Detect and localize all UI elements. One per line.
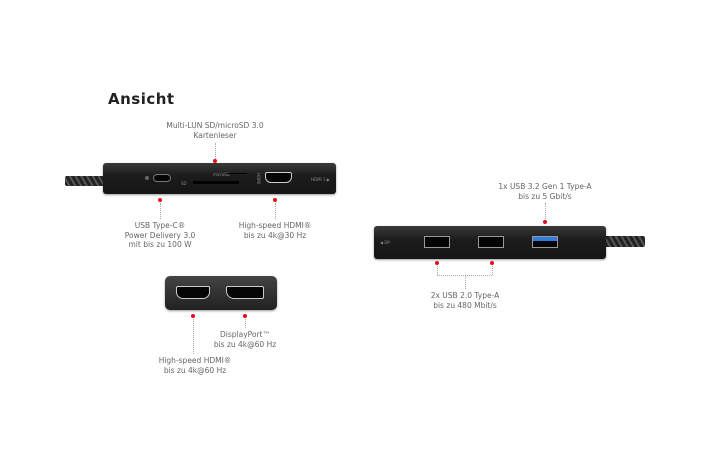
- hub-display-side: [165, 276, 277, 310]
- hub-top-side: microSD SD HDMI HDMI 1 ▶: [103, 163, 336, 194]
- hdmi-port: [265, 172, 292, 183]
- hub-usb-side: ◀ DP: [374, 226, 606, 259]
- usb2-port-1: [424, 236, 450, 248]
- hdmi-60hz-label: High-speed HDMI®bis zu 4k@60 Hz: [158, 356, 232, 375]
- usb3-port: [532, 236, 558, 248]
- sd-slot: [193, 181, 239, 184]
- usb2-port-2: [478, 236, 504, 248]
- cable: [65, 176, 107, 186]
- dp-mark: ◀ DP: [380, 240, 390, 245]
- microsd-slot: [227, 173, 247, 174]
- cable: [600, 236, 645, 247]
- led-icon: [145, 176, 149, 180]
- displayport-port: [226, 286, 264, 299]
- microsd-mark: microSD: [213, 172, 230, 177]
- sd-mark: SD: [181, 181, 187, 186]
- hdmi1-mark: HDMI 1 ▶: [311, 177, 330, 182]
- page-title: Ansicht: [108, 90, 175, 108]
- usb-c-port: [153, 174, 171, 182]
- hdmi-mark: HDMI: [255, 173, 261, 184]
- hdmi-port: [176, 286, 210, 299]
- hdmi-30hz-label: High-speed HDMI®bis zu 4k@30 Hz: [238, 221, 312, 240]
